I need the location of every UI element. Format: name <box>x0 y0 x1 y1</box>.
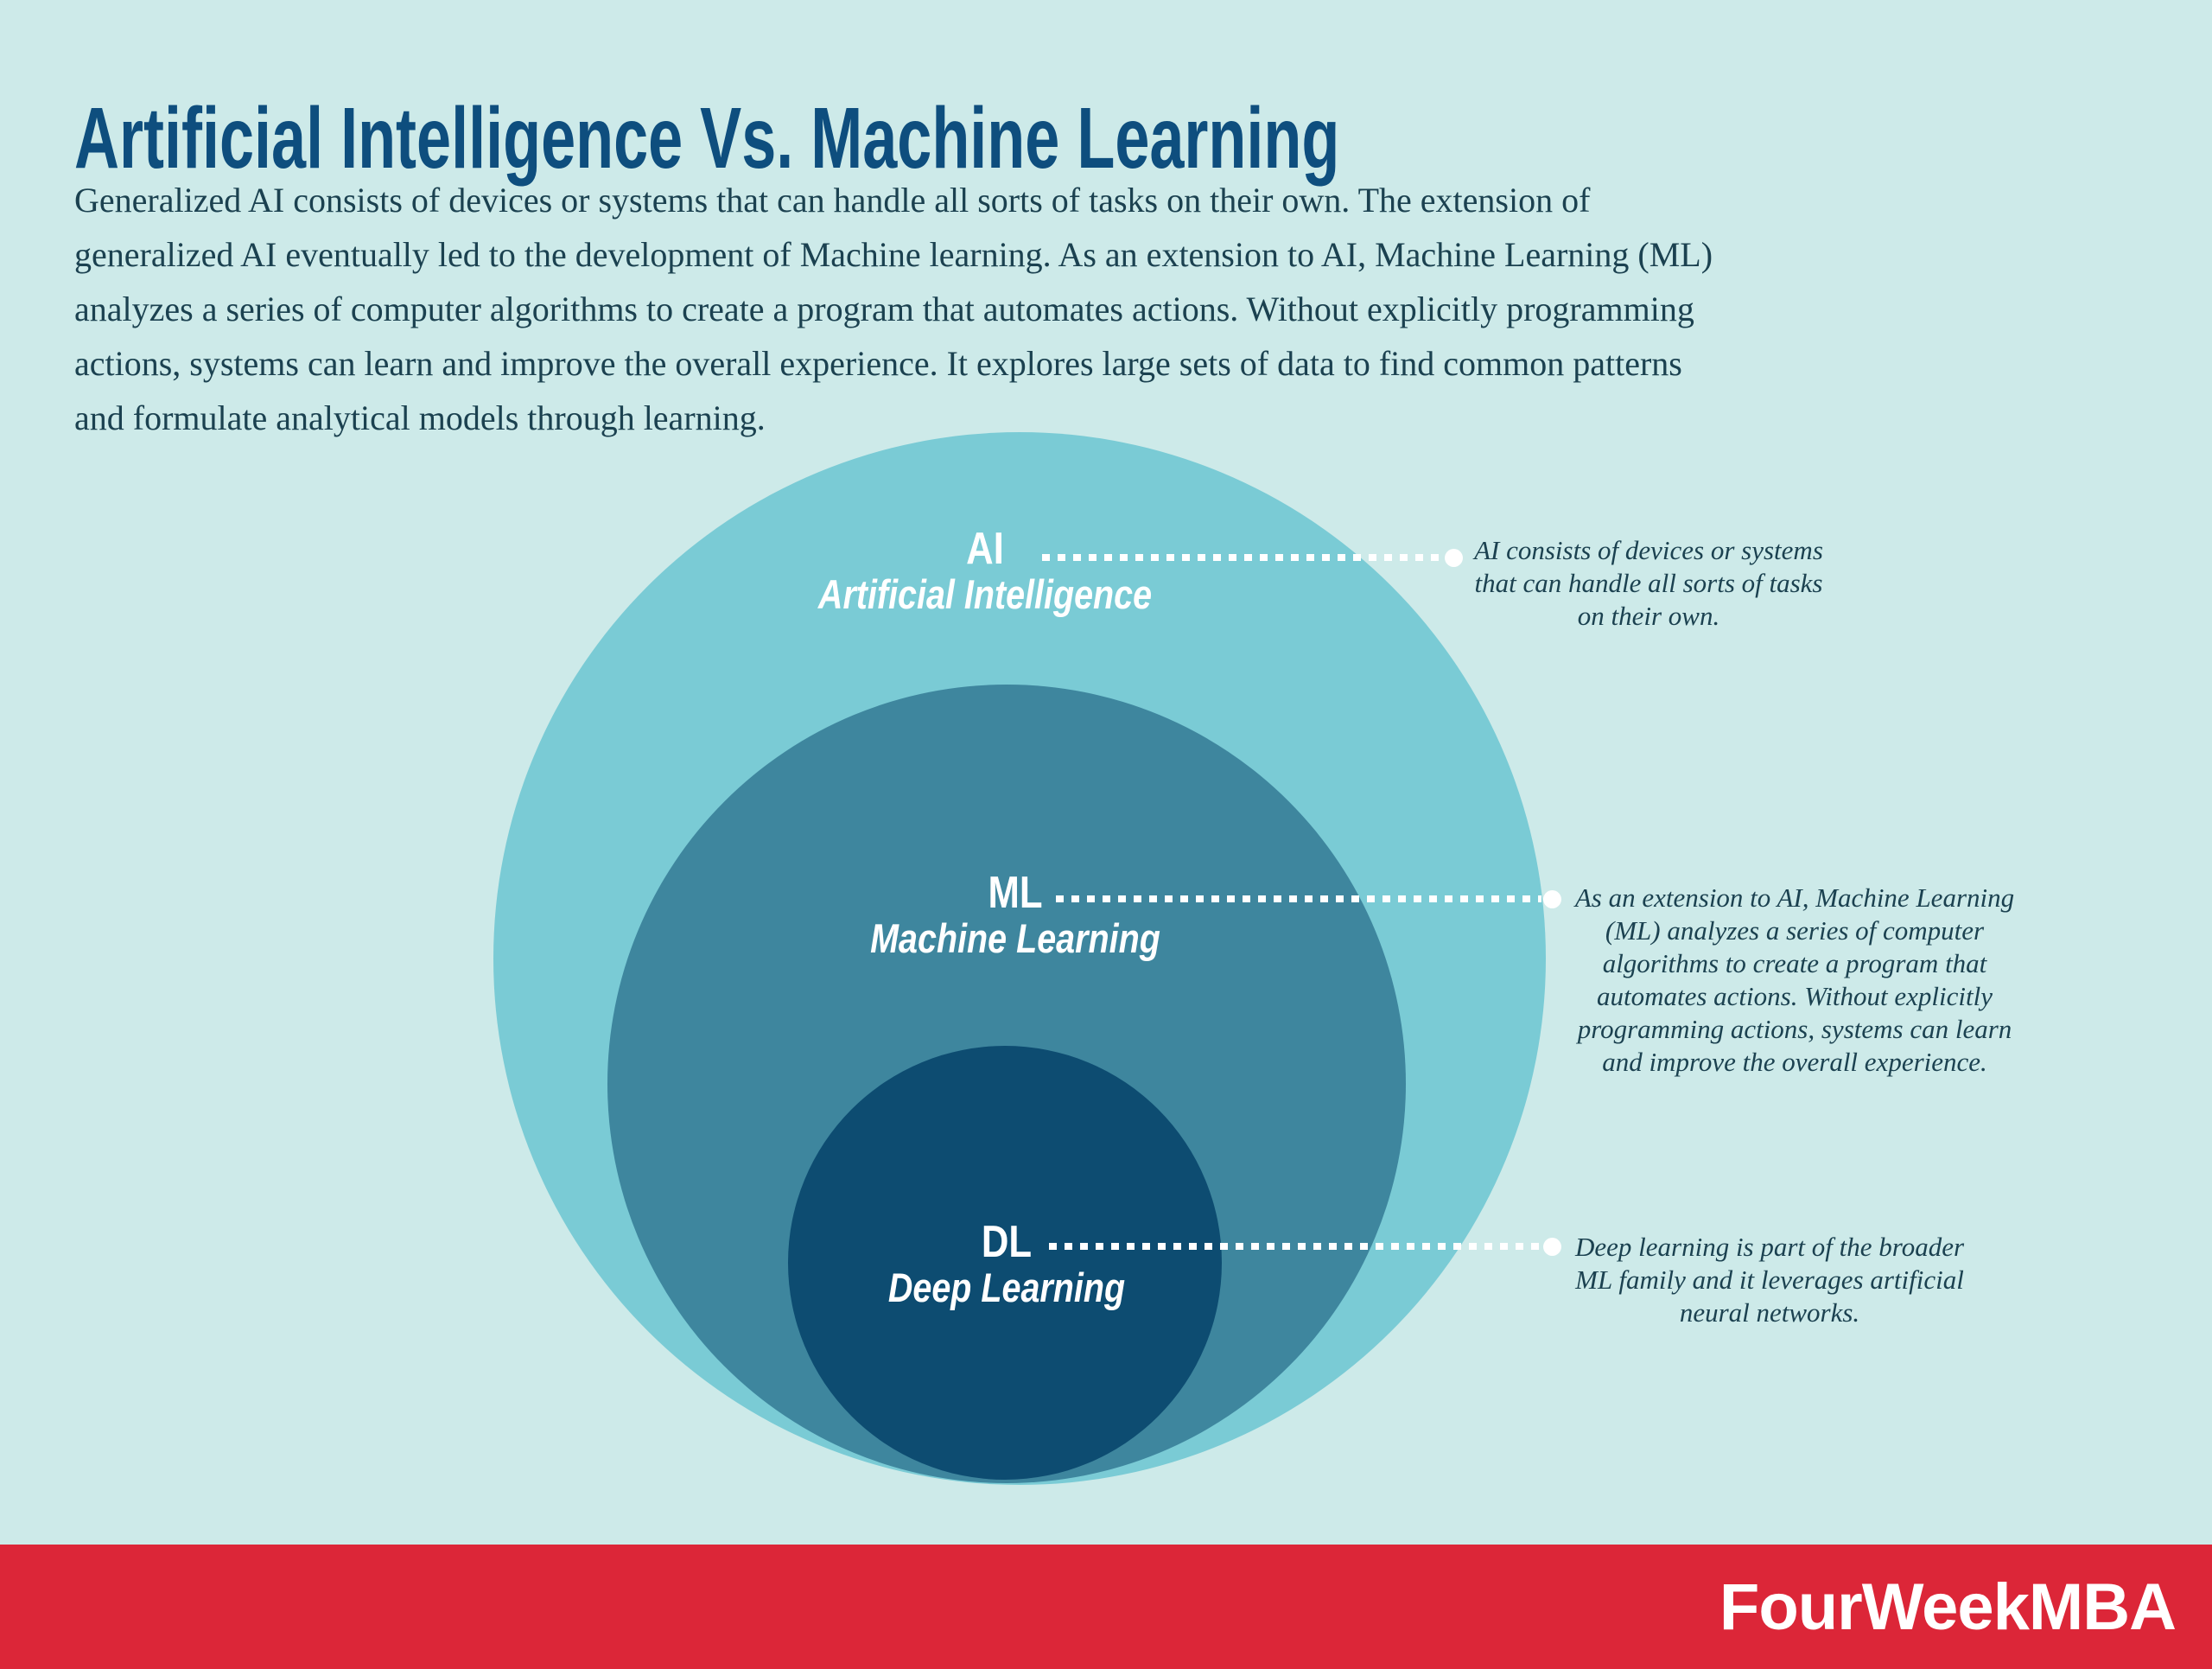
circle-deep-learning <box>788 1046 1222 1480</box>
label-artificial-intelligence: AI Artificial Intelligence <box>767 526 1203 617</box>
label-ml-abbr: ML <box>988 868 1043 918</box>
page-title: Artificial Intelligence Vs. Machine Lear… <box>74 90 1340 187</box>
annotation-ai: AI consists of devices or systems that c… <box>1474 535 1823 631</box>
connector-line-dl <box>1049 1243 1541 1250</box>
label-dl-name: Deep Learning <box>887 1264 1126 1310</box>
label-ai-abbr: AI <box>966 524 1004 574</box>
brand-logo: FourWeekMBA <box>1719 1570 2177 1644</box>
connector-dot-ai <box>1445 549 1463 567</box>
connector-dot-ml <box>1543 890 1561 908</box>
footer-band: FourWeekMBA <box>0 1545 2212 1669</box>
label-ai-name: Artificial Intelligence <box>817 571 1153 617</box>
connector-line-ml <box>1056 895 1541 902</box>
label-machine-learning: ML Machine Learning <box>798 870 1233 961</box>
annotation-ml: As an extension to AI, Machine Learning … <box>1574 882 2015 1077</box>
connector-line-ai <box>1042 554 1445 561</box>
intro-paragraph: Generalized AI consists of devices or sy… <box>74 181 1713 437</box>
label-dl-abbr: DL <box>981 1217 1033 1267</box>
connector-dot-dl <box>1543 1238 1561 1256</box>
annotation-dl: Deep learning is part of the broader ML … <box>1574 1232 1965 1328</box>
label-ml-name: Machine Learning <box>870 915 1160 961</box>
label-deep-learning: DL Deep Learning <box>789 1219 1224 1310</box>
